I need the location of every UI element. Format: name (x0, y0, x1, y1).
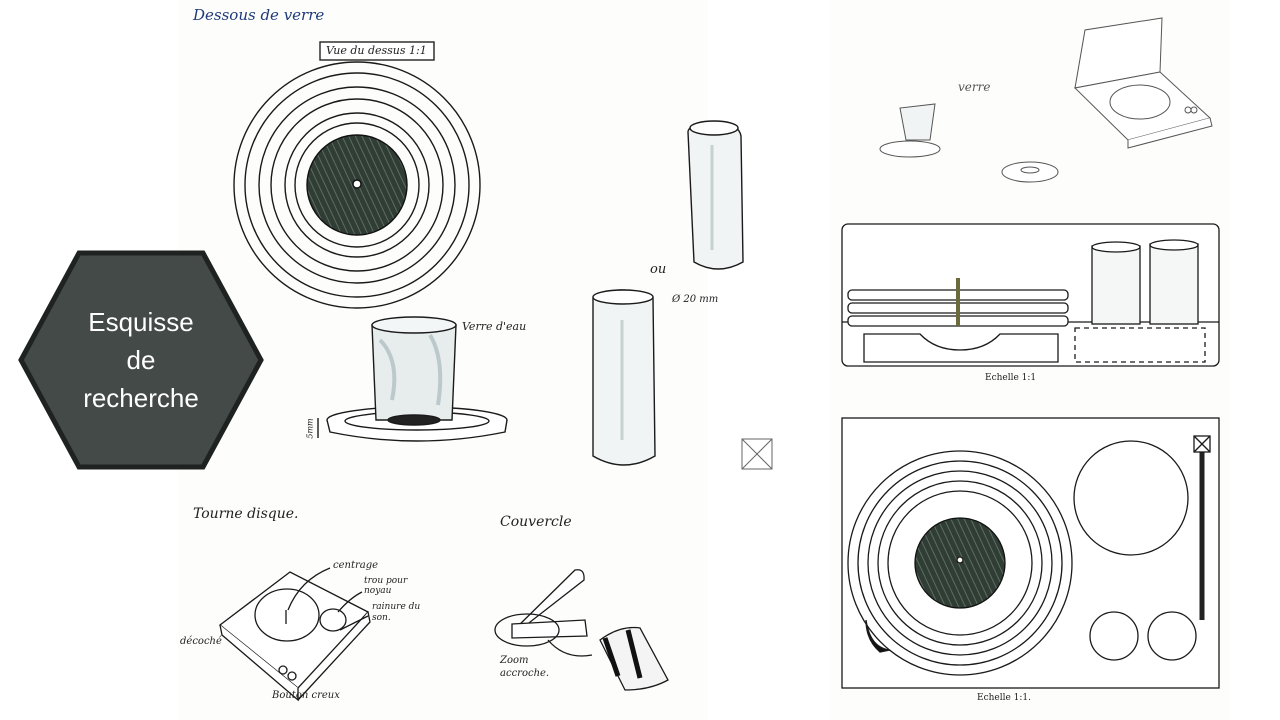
glass-label: Verre d'eau (462, 320, 527, 333)
zoom-label: Zoom accroche. (500, 655, 550, 679)
hexagon-shape (18, 250, 264, 470)
dimension-label: 5mm (305, 418, 315, 439)
core-hole-label: trou pour noyau (364, 576, 408, 596)
centrage-label: centrage (333, 560, 379, 571)
top-view-turntable-drawing (841, 417, 1220, 689)
perspective-sketches (879, 17, 1213, 183)
coaster-top-view (233, 41, 481, 309)
notched-label: décoché (180, 636, 222, 647)
coaster-title: Dessous de verre (193, 6, 325, 24)
badge-line-2: de (126, 345, 156, 375)
or-label: ou (650, 262, 667, 277)
glass-arrow-label: verre (958, 80, 991, 94)
section-badge: Esquisse de recherche (18, 250, 264, 470)
hollow-button-label: Bouton creux (272, 690, 340, 701)
turntable-title: Tourne disque. (193, 506, 299, 522)
side-elevation-drawing (841, 223, 1220, 367)
tall-glasses (592, 120, 744, 466)
lid-title: Couvercle (500, 514, 572, 530)
small-cube-sketch (741, 438, 773, 470)
top-view-label: Vue du dessus 1:1 (326, 44, 427, 57)
badge-line-3: recherche (83, 383, 199, 413)
top-scale-label: Echelle 1:1. (977, 693, 1032, 703)
coaster-side-view (317, 316, 508, 442)
lid-sketch (494, 569, 669, 691)
badge-line-1: Esquisse (88, 307, 194, 337)
sound-groove-label: rainure du son. (372, 602, 421, 623)
side-scale-label: Echelle 1:1 (985, 373, 1037, 383)
diameter-label: Ø 20 mm (672, 294, 719, 305)
turntable-sketch (218, 567, 371, 702)
